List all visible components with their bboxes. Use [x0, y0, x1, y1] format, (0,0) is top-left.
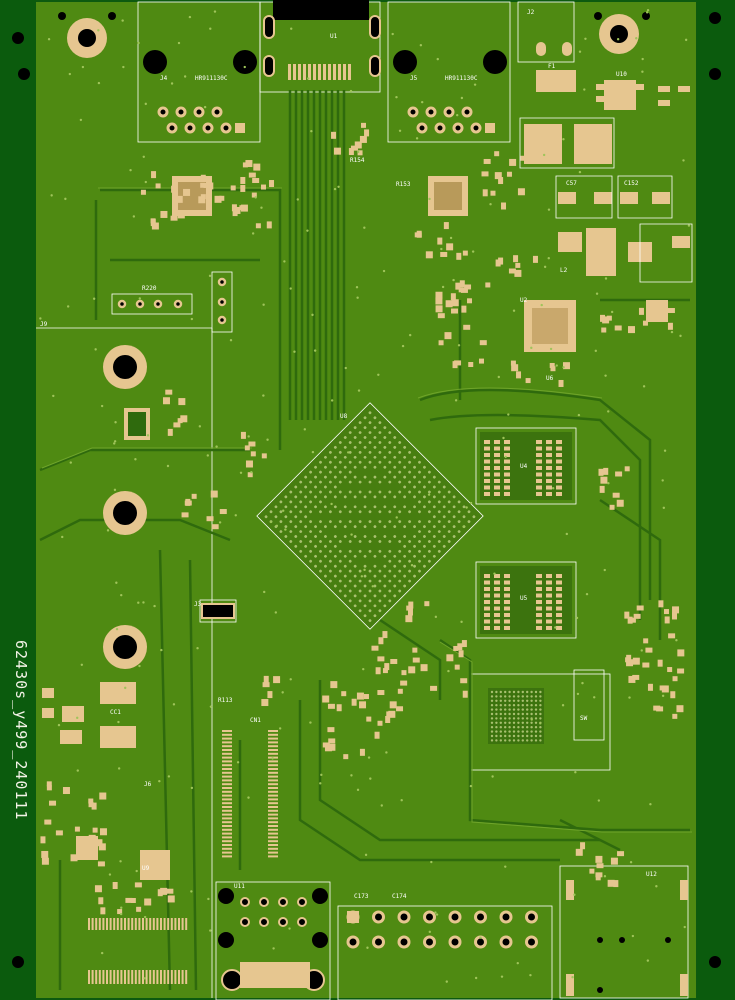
mounting-holes [67, 14, 639, 669]
ethernet-jack-left [143, 50, 257, 134]
ddr-memory-bottom [480, 566, 572, 634]
label-u6: U6 [546, 375, 554, 382]
label-j4: J4 [160, 75, 168, 82]
usb-connector [263, 0, 381, 80]
label-j3: J3 [194, 601, 202, 608]
silk-labels: U1 J2 U10 HR911130C HR911130C J4 J5 F1 C… [40, 9, 657, 900]
power-components [524, 42, 690, 322]
trace-bus [39, 90, 690, 991]
label-u4: U4 [520, 463, 528, 470]
label-u12: U12 [646, 871, 657, 878]
sd-card-slot [566, 880, 688, 996]
label-r220: R220 [142, 285, 157, 292]
board-version-label: 62430s_y499_240111 [12, 640, 30, 821]
label-f1: F1 [548, 63, 556, 70]
label-u11: U11 [234, 883, 245, 890]
label-c174: C174 [392, 893, 407, 900]
ddr-memory-top [480, 432, 572, 500]
bga-emmc [488, 688, 544, 744]
label-sw: SW [580, 715, 588, 722]
label-hr1: HR911130C [195, 75, 228, 82]
label-u8: U8 [340, 413, 348, 420]
label-r153: R153 [396, 181, 411, 188]
qfp-ic-u2 [524, 300, 576, 352]
label-hr2: HR911130C [445, 75, 478, 82]
label-c57: C57 [566, 180, 577, 187]
usb-micro-connector [201, 603, 235, 619]
main-bga-soc [256, 402, 484, 630]
label-u2: U2 [520, 297, 528, 304]
qfn-ic-right [428, 176, 468, 216]
power-silk [519, 117, 693, 283]
fpc-connector-bottom [88, 918, 188, 984]
label-j2: J2 [527, 9, 535, 16]
header-bottom-left [218, 888, 328, 991]
cn1-connector [222, 730, 278, 858]
label-cn1: CN1 [250, 717, 261, 724]
label-j5: J5 [410, 75, 418, 82]
label-u1: U1 [330, 33, 338, 40]
label-j6: J6 [144, 781, 152, 788]
label-l2: L2 [560, 267, 568, 274]
left-power-parts [42, 682, 170, 880]
label-u9: U9 [142, 865, 150, 872]
so8-ic [124, 408, 150, 440]
ethernet-jack-right [393, 50, 507, 134]
header-2x8 [346, 910, 538, 949]
label-r154: R154 [350, 157, 365, 164]
left-rail [0, 0, 36, 1000]
label-cc1: CC1 [110, 709, 121, 716]
right-rail [697, 0, 735, 1000]
jumper-horizontal [117, 299, 183, 309]
label-j9: J9 [40, 321, 48, 328]
smd-passives [40, 122, 685, 915]
label-c152: C152 [624, 180, 639, 187]
vias [39, 8, 691, 983]
label-u10: U10 [616, 71, 627, 78]
label-u5: U5 [520, 595, 528, 602]
label-r113: R113 [218, 697, 233, 704]
label-c173: C173 [354, 893, 369, 900]
rail-holes [12, 12, 721, 968]
jumper-vertical [217, 277, 227, 325]
